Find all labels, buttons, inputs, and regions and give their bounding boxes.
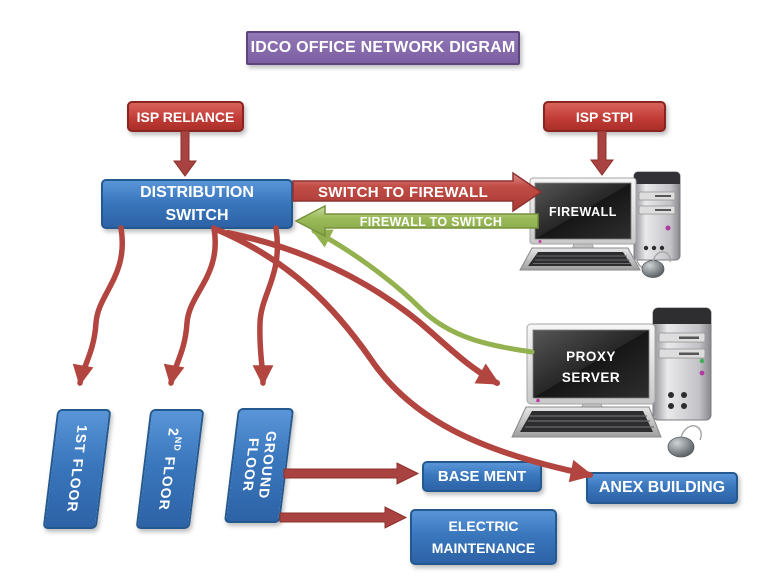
proxy-screen-label-line2: SERVER bbox=[562, 370, 620, 385]
node-basement: BASE MENT bbox=[422, 461, 542, 492]
node-anex-building: ANEX BUILDING bbox=[586, 472, 738, 504]
node-1st-floor: 1ST FLOOR bbox=[42, 409, 112, 529]
proxy-tower-icon bbox=[652, 307, 712, 421]
node-electric-maintenance: ELECTRIC MAINTENANCE bbox=[410, 509, 557, 565]
firewall-monitor-stand bbox=[569, 243, 597, 255]
node-distribution-switch: DISTRIBUTION SWITCH bbox=[101, 179, 293, 229]
firewall-computer-icon: FIREWALL bbox=[519, 171, 681, 278]
arrow-switch-to-proxy-server bbox=[225, 230, 500, 386]
arrow-isp-reliance-to-switch bbox=[173, 130, 197, 177]
node-ground-floor-label: GROUND FLOOR bbox=[239, 431, 280, 500]
proxy-monitor-icon bbox=[526, 323, 656, 405]
node-2nd-floor-label: 2ND FLOOR bbox=[155, 427, 184, 511]
node-isp-stpi: ISP STPI bbox=[543, 101, 666, 132]
arrow-isp-stpi-to-firewall bbox=[590, 130, 614, 176]
arrow-switch-to-2nd-floor bbox=[163, 225, 218, 387]
proxy-tower-top bbox=[653, 308, 711, 324]
proxy-keyboard-icon bbox=[511, 406, 662, 438]
proxy-server-computer-icon: PROXY SERVER bbox=[511, 307, 712, 458]
firewall-keyboard-icon bbox=[519, 247, 641, 271]
edge-label-firewall-to-switch: FIREWALL TO SWITCH bbox=[360, 215, 502, 229]
edge-label-switch-to-firewall: SWITCH TO FIREWALL bbox=[318, 184, 488, 201]
arrow-proxy-server-to-switch bbox=[311, 228, 535, 355]
proxy-mouse-icon bbox=[667, 436, 695, 458]
node-1st-floor-label: 1ST FLOOR bbox=[64, 425, 91, 513]
firewall-monitor-icon bbox=[529, 177, 637, 245]
firewall-cable bbox=[635, 257, 651, 277]
block-arrow-firewall-to-switch bbox=[294, 204, 539, 238]
arrow-switch-to-ground-floor bbox=[252, 225, 280, 387]
node-isp-reliance: ISP RELIANCE bbox=[127, 101, 244, 132]
node-ground-floor: GROUND FLOOR bbox=[223, 408, 295, 523]
firewall-tower-icon bbox=[633, 171, 681, 261]
arrow-switch-to-1st-floor bbox=[72, 225, 126, 387]
diagram-title: IDCO OFFICE NETWORK DIGRAM bbox=[246, 31, 520, 65]
proxy-monitor-stand bbox=[577, 403, 607, 416]
arrow-ground-floor-to-basement bbox=[283, 462, 420, 485]
firewall-screen-label: FIREWALL bbox=[549, 205, 617, 219]
firewall-tower-top bbox=[634, 172, 680, 184]
block-arrow-switch-to-firewall bbox=[292, 171, 543, 213]
proxy-screen-label-line1: PROXY bbox=[566, 349, 616, 364]
arrow-ground-floor-to-electric bbox=[279, 506, 408, 529]
node-2nd-floor: 2ND FLOOR bbox=[135, 409, 205, 529]
proxy-cable bbox=[635, 411, 656, 426]
firewall-mouse-icon bbox=[641, 260, 665, 278]
